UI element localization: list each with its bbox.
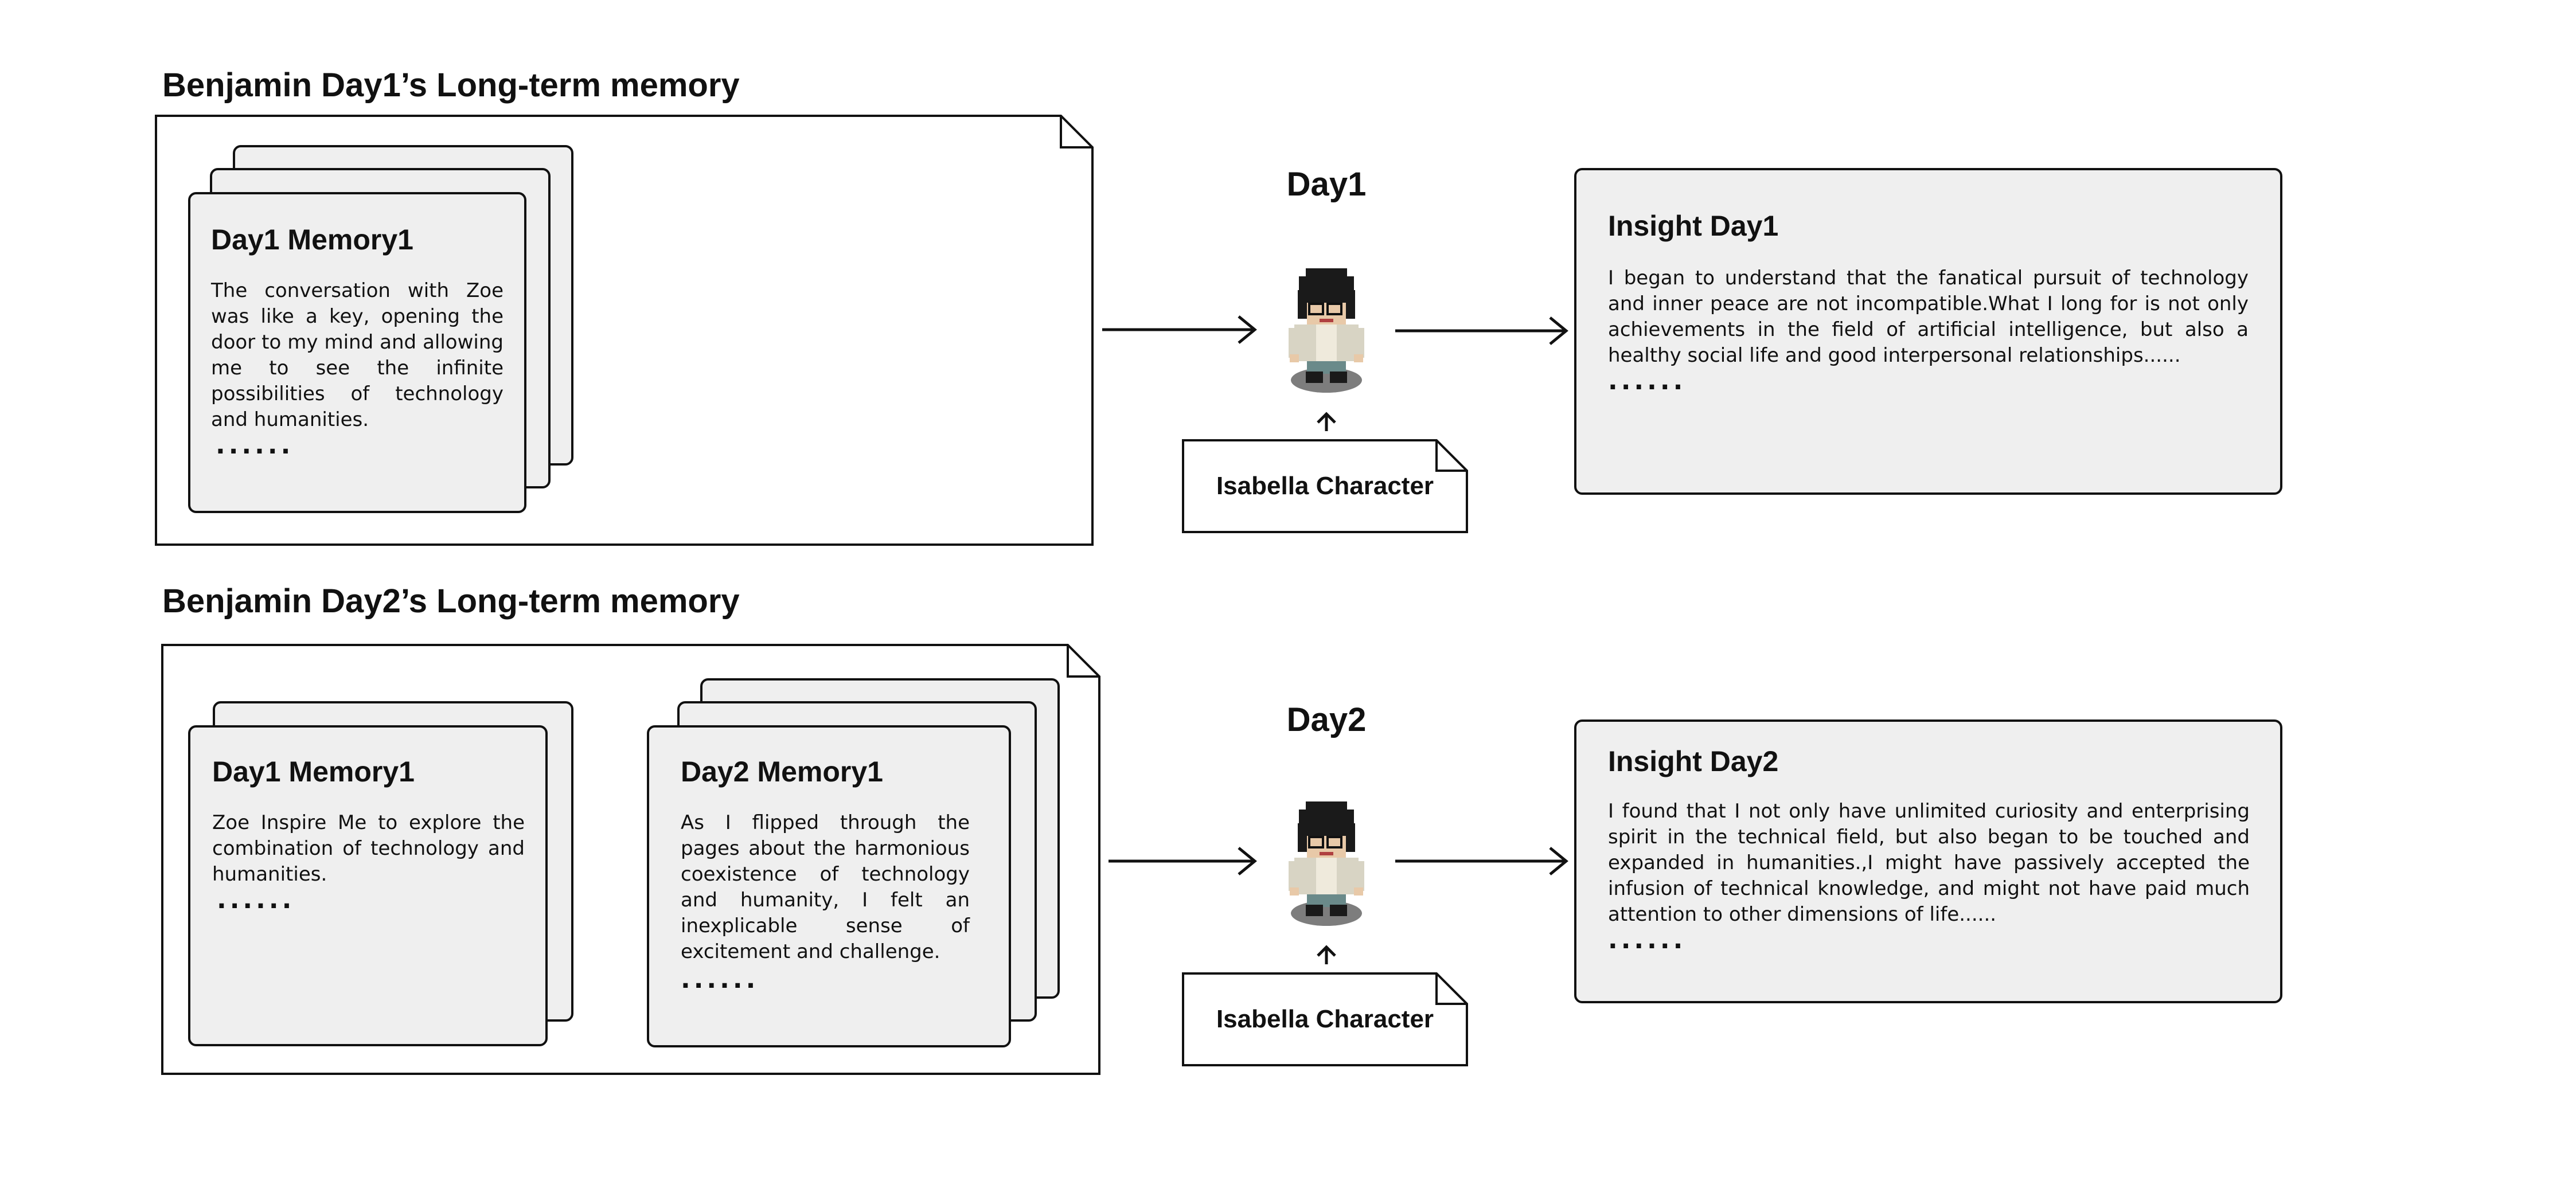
arrow-up-icon bbox=[1317, 945, 1336, 964]
memory-frame-day2-fold bbox=[1067, 645, 1099, 678]
insight-card-day2: Insight Day2 I found that I not only hav… bbox=[1574, 720, 2282, 1003]
arrow-right-icon bbox=[1109, 847, 1257, 875]
day1-label: Day1 bbox=[1286, 166, 1367, 203]
insight-card-day1: Insight Day1 I began to understand that … bbox=[1574, 168, 2282, 495]
memory-card-text: The conversation with Zoe was like a key… bbox=[211, 279, 504, 431]
section1-title: Benjamin Day1’s Long-term memory bbox=[162, 67, 740, 104]
memory-card-title: Day2 Memory1 bbox=[681, 756, 883, 788]
memory-card-day2: Day2 Memory1 As I flipped through the pa… bbox=[647, 725, 1011, 1047]
memory-card-title: Day1 Memory1 bbox=[212, 756, 415, 788]
folded-note-icon bbox=[1182, 439, 1468, 533]
pixel-character-icon bbox=[1289, 801, 1364, 926]
memory-frame-day1-fold bbox=[1060, 116, 1092, 148]
memory-card-day1: Day1 Memory1 The conversation with Zoe w… bbox=[188, 192, 526, 513]
folded-note-fold bbox=[1435, 973, 1467, 1005]
arrow-up-icon bbox=[1317, 412, 1336, 431]
day2-label: Day2 bbox=[1286, 701, 1367, 738]
folded-note-fold bbox=[1435, 440, 1467, 472]
insight-text: I found that I not only have unlimited c… bbox=[1608, 800, 2250, 926]
ellipsis: ...... bbox=[1608, 366, 1687, 396]
arrow-right-icon bbox=[1395, 847, 1568, 875]
ellipsis: ...... bbox=[1608, 925, 1687, 955]
insight-title: Insight Day1 bbox=[1608, 210, 1779, 242]
arrow-right-icon bbox=[1395, 316, 1568, 345]
pixel-character-icon bbox=[1289, 268, 1364, 393]
insight-text: I began to understand that the fanatical… bbox=[1608, 267, 2249, 367]
memory-card-title: Day1 Memory1 bbox=[211, 224, 413, 256]
character-label: Isabella Character bbox=[1216, 1005, 1434, 1033]
memory-card-day1: Day1 Memory1 Zoe Inspire Me to explore t… bbox=[188, 725, 548, 1046]
ellipsis: ...... bbox=[217, 885, 295, 914]
memory-card-text: Zoe Inspire Me to explore the combinatio… bbox=[212, 811, 525, 886]
arrow-right-icon bbox=[1102, 315, 1257, 344]
character-label: Isabella Character bbox=[1216, 472, 1434, 500]
memory-card-text: As I flipped through the pages about the… bbox=[681, 811, 970, 963]
folded-note-icon bbox=[1182, 972, 1468, 1066]
ellipsis: ...... bbox=[681, 965, 759, 994]
ellipsis: ...... bbox=[216, 431, 294, 460]
section2-title: Benjamin Day2’s Long-term memory bbox=[162, 582, 740, 620]
insight-title: Insight Day2 bbox=[1608, 745, 1779, 777]
